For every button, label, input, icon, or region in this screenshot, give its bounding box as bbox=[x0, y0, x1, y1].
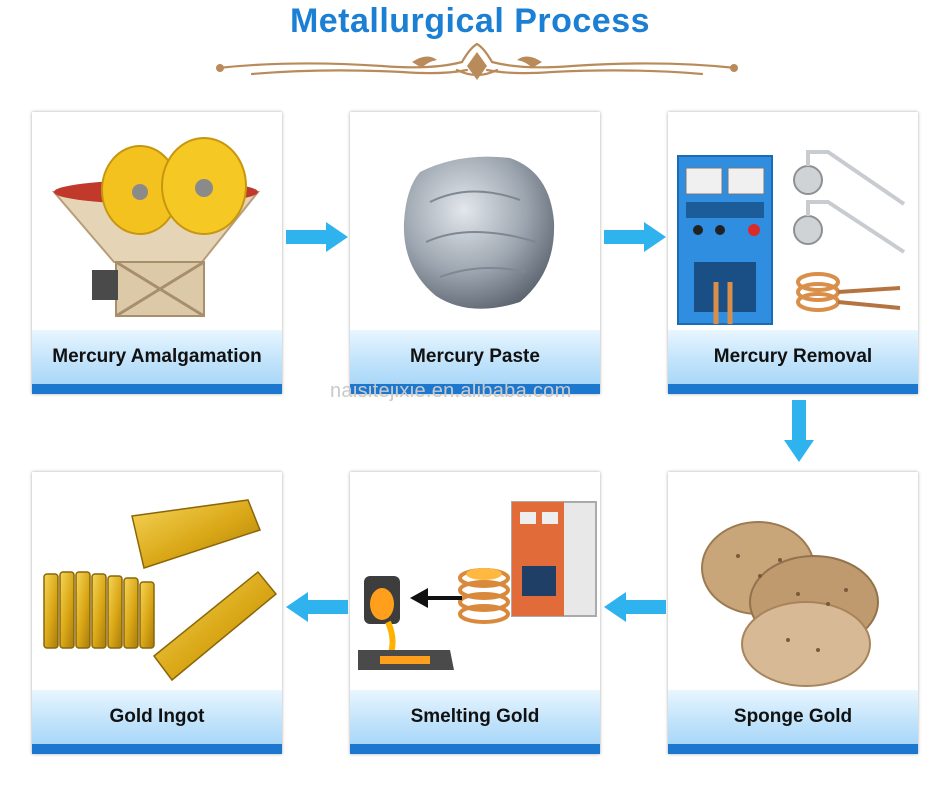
step-label: Mercury Paste bbox=[350, 330, 600, 384]
amalgamation-mill-icon bbox=[51, 137, 261, 318]
title-ornament-icon bbox=[216, 42, 738, 80]
step-label: Smelting Gold bbox=[350, 690, 600, 744]
step-mercury-removal: Mercury Removal bbox=[668, 112, 918, 394]
page-title: Metallurgical Process bbox=[289, 2, 651, 40]
step-mercury-amalgamation: Mercury Amalgamation bbox=[32, 112, 282, 394]
label-bar bbox=[668, 744, 918, 754]
arrow-right-icon bbox=[286, 222, 348, 252]
step-mercury-paste: Mercury Paste bbox=[350, 112, 600, 394]
mercury-paste-icon bbox=[403, 156, 555, 309]
label-bar bbox=[350, 744, 600, 754]
watermark-text: naisitejixie.en.alibaba.com bbox=[330, 380, 572, 402]
label-bar bbox=[668, 384, 918, 394]
label-bar bbox=[350, 384, 600, 394]
arrow-left-icon bbox=[286, 592, 348, 622]
step-label: Gold Ingot bbox=[32, 690, 282, 744]
smelting-furnace-icon bbox=[358, 501, 597, 670]
step-sponge-gold: Sponge Gold bbox=[668, 472, 918, 754]
step-label: Sponge Gold bbox=[668, 690, 918, 744]
sponge-gold-icon bbox=[701, 521, 879, 687]
step-gold-ingot: Gold Ingot bbox=[32, 472, 282, 754]
arrow-left-icon bbox=[604, 592, 666, 622]
gold-ingot-icon bbox=[43, 499, 278, 682]
arrow-down-icon bbox=[784, 400, 814, 462]
label-bar bbox=[32, 384, 282, 394]
label-bar bbox=[32, 744, 282, 754]
mercury-removal-furnace-icon bbox=[677, 150, 906, 325]
step-label: Mercury Removal bbox=[668, 330, 918, 384]
step-label: Mercury Amalgamation bbox=[32, 330, 282, 384]
step-smelting-gold: Smelting Gold bbox=[350, 472, 600, 754]
arrow-right-icon bbox=[604, 222, 666, 252]
